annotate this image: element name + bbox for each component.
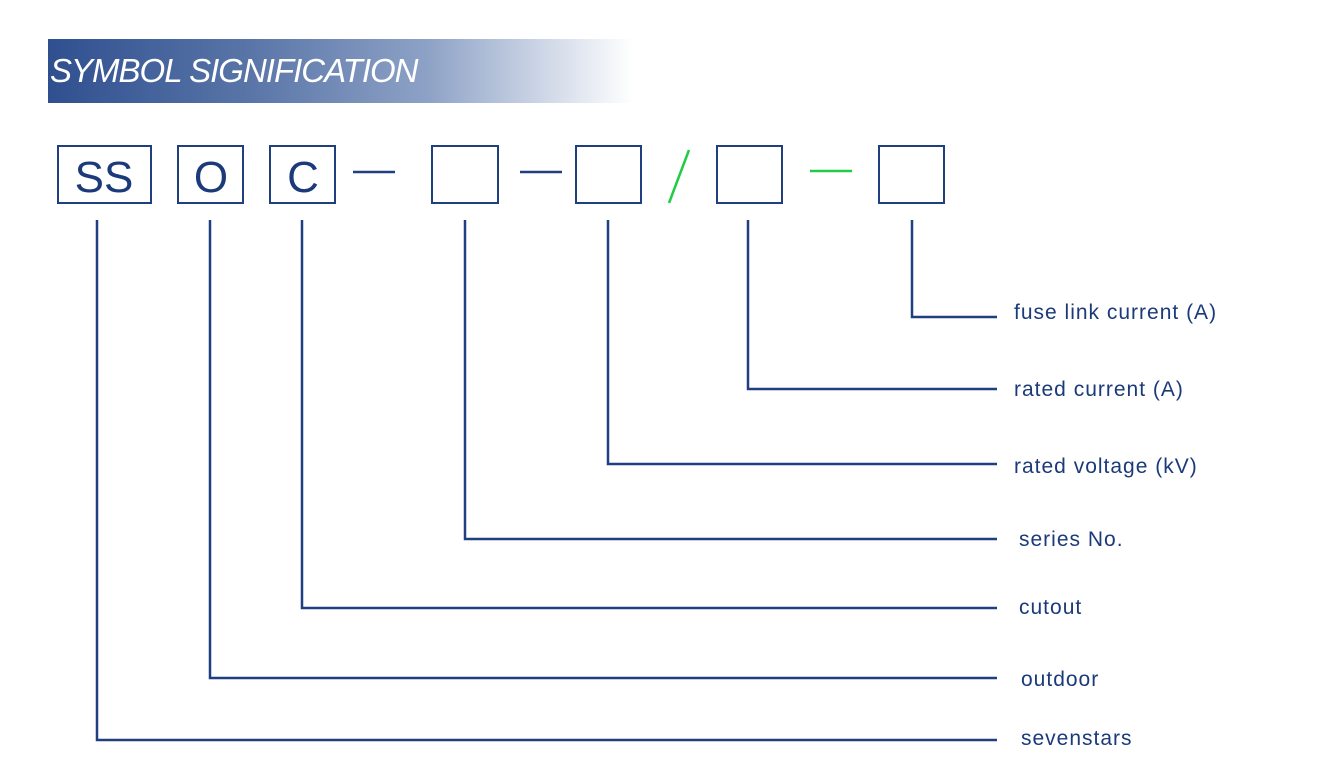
box-ss: [57, 145, 152, 204]
label-series-no: series No.: [1019, 528, 1124, 551]
leader-sevenstars: [95, 220, 997, 742]
leader-outdoor: [208, 220, 997, 680]
label-sevenstars: sevenstars: [1021, 727, 1133, 750]
title-banner: SYMBOL SIGNIFICATION: [48, 39, 633, 103]
slash-separator: [667, 149, 691, 204]
box-fuse-link-current: [878, 145, 945, 204]
box-rated-voltage: [575, 145, 642, 204]
label-cutout: cutout: [1019, 596, 1082, 619]
leader-rated-voltage: [606, 220, 997, 466]
leader-series-no: [463, 220, 997, 541]
leader-rated-current: [746, 220, 997, 391]
leader-cutout: [300, 220, 997, 610]
box-c: [269, 145, 336, 204]
page-title: SYMBOL SIGNIFICATION: [50, 52, 419, 89]
leader-fuse-link-current: [910, 220, 997, 319]
box-series-no: [431, 145, 499, 204]
box-rated-current: [716, 145, 783, 204]
code-ss: SS: [75, 153, 134, 202]
label-rated-current: rated current (A): [1014, 378, 1184, 401]
code-c: C: [287, 153, 319, 202]
label-outdoor: outdoor: [1021, 668, 1099, 691]
label-fuse-link-current: fuse link current (A): [1014, 301, 1217, 324]
code-o: O: [194, 153, 228, 202]
label-rated-voltage: rated voltage (kV): [1014, 455, 1198, 478]
box-o: [177, 145, 244, 204]
